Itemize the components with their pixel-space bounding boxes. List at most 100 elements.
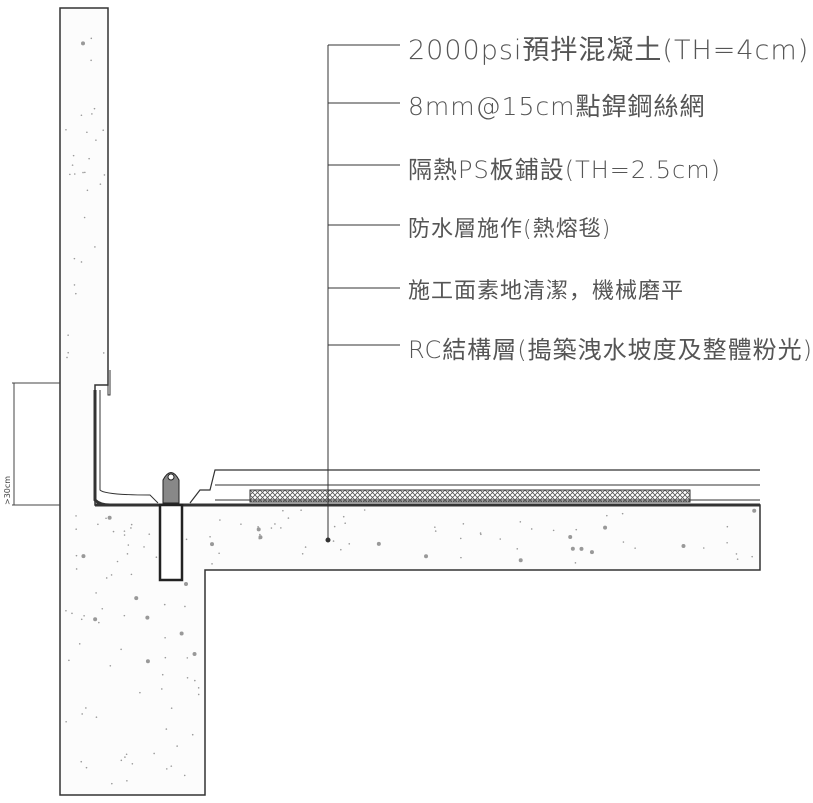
aggregate-dot: [127, 544, 130, 546]
aggregate-dot: [67, 334, 69, 336]
aggregate-dot: [579, 546, 584, 551]
aggregate-dot: [83, 216, 86, 219]
aggregate-dot: [702, 547, 705, 549]
aggregate-dot: [434, 526, 436, 528]
aggregate-dot: [160, 688, 163, 690]
aggregate-dot: [75, 554, 78, 557]
aggregate-dot: [735, 553, 738, 555]
dimension-label: >30cm: [3, 475, 12, 505]
aggregate-dot: [85, 707, 87, 709]
aggregate-dot: [126, 553, 129, 555]
aggregate-dot: [81, 554, 86, 559]
aggregate-dot: [145, 615, 150, 620]
aggregate-dot: [332, 540, 335, 542]
aggregate-dot: [88, 157, 90, 160]
aggregate-dot: [287, 517, 290, 519]
aggregate-dot: [95, 139, 97, 141]
aggregate-dot: [95, 716, 98, 718]
callout-wire-mesh: 8mm@15cm點銲鋼絲網: [408, 92, 706, 121]
aggregate-dot: [71, 164, 74, 166]
aggregate-dot: [197, 687, 200, 689]
aggregate-dot: [65, 128, 67, 131]
aggregate-dot: [621, 512, 624, 515]
aggregate-dot: [75, 515, 77, 517]
aggregate-dot: [99, 183, 102, 185]
aggregate-dot: [301, 552, 304, 555]
aggregate-dot: [94, 246, 96, 248]
aggregate-dot: [109, 665, 112, 667]
aggregate-dot: [304, 546, 307, 548]
aggregate-dot: [499, 538, 502, 540]
aggregate-dot: [80, 760, 83, 763]
aggregate-dot: [185, 538, 188, 541]
aggregate-dot: [170, 707, 173, 709]
aggregate-dot: [348, 543, 351, 545]
aggregate-dot: [192, 652, 197, 657]
aggregate-dot: [274, 523, 276, 525]
aggregate-dot: [102, 352, 105, 354]
dimension-line: [12, 382, 60, 506]
aggregate-dot: [183, 582, 188, 587]
aggregate-dot: [126, 779, 128, 782]
aggregate-dot: [120, 648, 122, 651]
aggregate-dot: [634, 547, 636, 549]
aggregate-dot: [84, 171, 86, 174]
aggregate-dot: [210, 542, 215, 547]
aggregate-dot: [280, 527, 282, 529]
aggregate-dot: [98, 621, 100, 624]
aggregate-dot: [155, 556, 158, 559]
aggregate-dot: [111, 782, 113, 785]
aggregate-dot: [105, 577, 108, 579]
aggregate-dot: [124, 756, 126, 758]
aggregate-dot: [86, 131, 88, 134]
aggregate-dot: [134, 596, 139, 601]
aggregate-dot: [65, 720, 67, 723]
aggregate-dot: [67, 351, 69, 354]
aggregate-dot: [83, 614, 85, 617]
aggregate-dot: [75, 292, 77, 295]
aggregate-dot: [80, 618, 83, 621]
aggregate-dot: [363, 509, 366, 511]
aggregate-dot: [75, 568, 78, 570]
aggregate-dot: [93, 107, 96, 110]
rc-structure: [59, 7, 761, 796]
aggregate-dot: [257, 525, 259, 528]
aggregate-dot: [123, 614, 126, 617]
aggregate-dot: [344, 522, 346, 525]
aggregate-dot: [574, 562, 577, 564]
concrete-aggregate: [65, 37, 757, 785]
aggregate-dot: [82, 171, 84, 174]
aggregate-dot: [622, 541, 625, 543]
aggregate-dot: [270, 527, 273, 529]
aggregate-dot: [460, 556, 462, 559]
aggregate-dot: [78, 643, 81, 645]
callout-insulation: 隔熱PS板鋪設(TH=2.5cm): [408, 156, 721, 184]
aggregate-dot: [145, 659, 150, 664]
aggregate-dot: [107, 515, 112, 520]
aggregate-dot: [85, 766, 88, 769]
wall-finish: [93, 370, 159, 507]
aggregate-dot: [68, 659, 70, 662]
aggregate-dot: [123, 530, 126, 532]
aggregate-dot: [530, 528, 533, 530]
aggregate-dot: [518, 558, 523, 563]
aggregate-dot: [240, 523, 242, 525]
aggregate-dot: [726, 541, 728, 544]
aggregate-dot: [479, 532, 482, 534]
aggregate-dot: [462, 523, 465, 525]
aggregate-dot: [589, 550, 594, 555]
aggregate-dot: [258, 535, 263, 540]
aggregate-dot: [164, 656, 167, 659]
aggregate-dot: [90, 37, 93, 40]
aggregate-dot: [81, 41, 86, 46]
aggregate-dot: [73, 284, 76, 286]
aggregate-dot: [191, 733, 194, 736]
aggregate-dot: [376, 541, 381, 546]
aggregate-dot: [131, 762, 134, 765]
aggregate-dot: [153, 752, 155, 755]
aggregate-dot: [143, 546, 145, 548]
aggregate-dot: [93, 617, 98, 622]
aggregate-dot: [90, 59, 92, 62]
aggregate-dot: [603, 525, 608, 530]
